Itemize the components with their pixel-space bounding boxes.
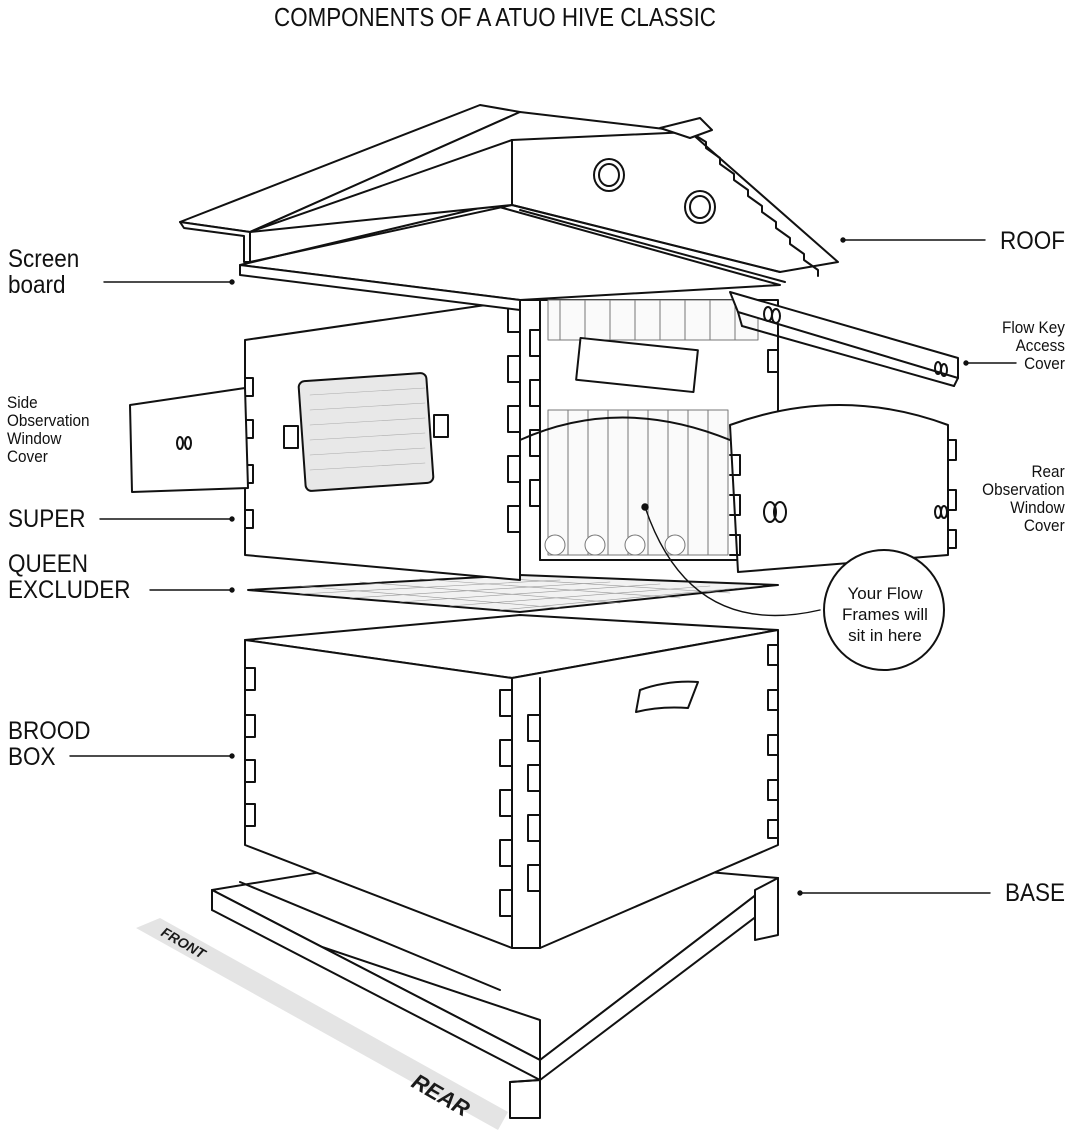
leader-lines bbox=[69, 237, 1017, 896]
label-brood-box-line2: BOX bbox=[8, 743, 56, 771]
label-rear-obs-line1: Rear bbox=[1031, 462, 1065, 481]
label-brood-box: BROOD BOX bbox=[8, 718, 91, 770]
callout-line3: sit in here bbox=[848, 626, 922, 645]
label-side-obs-line4: Cover bbox=[7, 447, 48, 466]
label-screen-board: Screen board bbox=[8, 246, 79, 298]
side-window-cover-part bbox=[129, 387, 249, 493]
floor-strip bbox=[136, 918, 508, 1130]
label-flow-key-line1: Flow Key bbox=[1002, 318, 1065, 337]
base-part bbox=[211, 849, 779, 1119]
label-base: BASE bbox=[1005, 879, 1066, 907]
label-rear-obs-line4: Cover bbox=[1024, 516, 1065, 535]
brood-left-joints bbox=[244, 667, 256, 827]
label-screen-board-line2: board bbox=[8, 271, 66, 299]
callout-line2: Frames will bbox=[842, 605, 928, 624]
super-corner-joints bbox=[244, 305, 779, 533]
label-side-obs-line1: Side bbox=[7, 393, 38, 412]
label-super: SUPER bbox=[8, 505, 86, 533]
label-flow-key-line3: Cover bbox=[1024, 354, 1065, 373]
brood-right-joints bbox=[767, 644, 779, 839]
label-queen-excluder-line1: QUEEN bbox=[8, 550, 89, 578]
roof-part bbox=[179, 104, 839, 283]
label-queen-excluder-line2: EXCLUDER bbox=[8, 576, 131, 604]
flow-frames bbox=[544, 299, 759, 556]
label-rear-observation-window-cover: Rear Observation Window Cover bbox=[973, 463, 1065, 535]
flow-frames-callout: Your Flow Frames will sit in here bbox=[826, 583, 944, 646]
diagram-title: COMPONENTS OF A ATUO HIVE CLASSIC bbox=[274, 2, 716, 32]
label-side-observation-window-cover: Side Observation Window Cover bbox=[7, 394, 99, 466]
label-rear-obs-line3: Window bbox=[1010, 498, 1065, 517]
rear-window-cover-part bbox=[729, 404, 957, 573]
brood-box-part bbox=[244, 614, 779, 949]
brood-corner-joints bbox=[499, 689, 541, 917]
super-part bbox=[244, 299, 779, 581]
label-roof: ROOF bbox=[1000, 227, 1065, 255]
callout-line1: Your Flow bbox=[847, 584, 923, 603]
flow-key-cover-part bbox=[729, 291, 959, 387]
label-flow-key-line2: Access bbox=[1015, 336, 1065, 355]
callout-circle bbox=[823, 549, 945, 671]
screen-board-part bbox=[239, 204, 781, 311]
label-side-obs-line2: Observation bbox=[7, 411, 90, 430]
label-queen-excluder: QUEEN EXCLUDER bbox=[8, 551, 131, 603]
label-side-obs-line3: Window bbox=[7, 429, 62, 448]
label-screen-board-line1: Screen bbox=[8, 245, 80, 273]
label-rear-obs-line2: Observation bbox=[982, 480, 1065, 499]
label-brood-box-line1: BROOD bbox=[8, 717, 91, 745]
label-flow-key-access-cover: Flow Key Access Cover bbox=[995, 319, 1065, 373]
queen-excluder-part bbox=[247, 574, 779, 613]
